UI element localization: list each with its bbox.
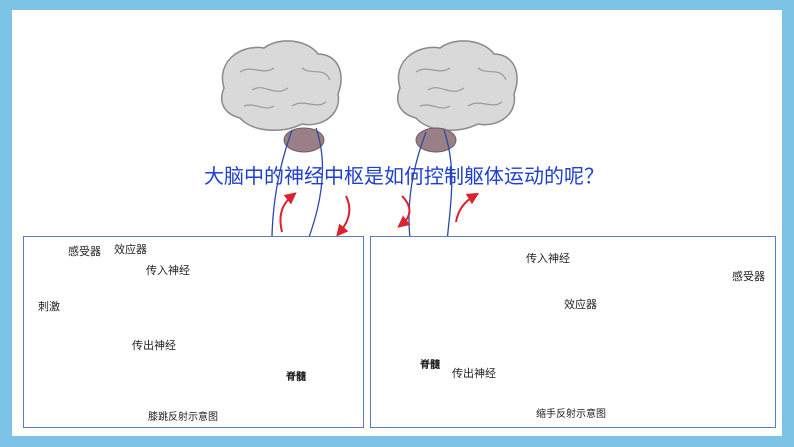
label-effector-left: 效应器 [114,243,147,256]
label-effector-right: 效应器 [564,298,597,311]
caption-right: 缩手反射示意图 [536,409,606,420]
label-efferent-left: 传出神经 [132,339,176,352]
caption-left: 膝跳反射示意图 [148,412,218,423]
question-text: 大脑中的神经中枢是如何控制躯体运动的呢？ [204,164,604,188]
slide: 大脑中的神经中枢是如何控制躯体运动的呢？ 感受器 效应器 传入神经 刺激 传出神… [12,10,782,436]
red-arrow-icon [279,192,480,237]
label-stimulus: 刺激 [38,300,60,313]
label-spinal-cord-right: 脊髓 [420,360,440,371]
label-afferent-right: 传入神经 [526,252,570,265]
knee-jerk-panel [23,236,364,428]
label-receptor-left: 感受器 [68,245,101,258]
brain-right-icon [396,40,518,153]
label-afferent-left: 传入神经 [146,264,190,277]
label-receptor-right: 感受器 [732,270,765,283]
label-efferent-right: 传出神经 [452,367,496,380]
label-spinal-cord-left: 脊髓 [286,372,306,383]
withdrawal-panel [370,236,776,428]
brain-left-icon [220,40,342,153]
